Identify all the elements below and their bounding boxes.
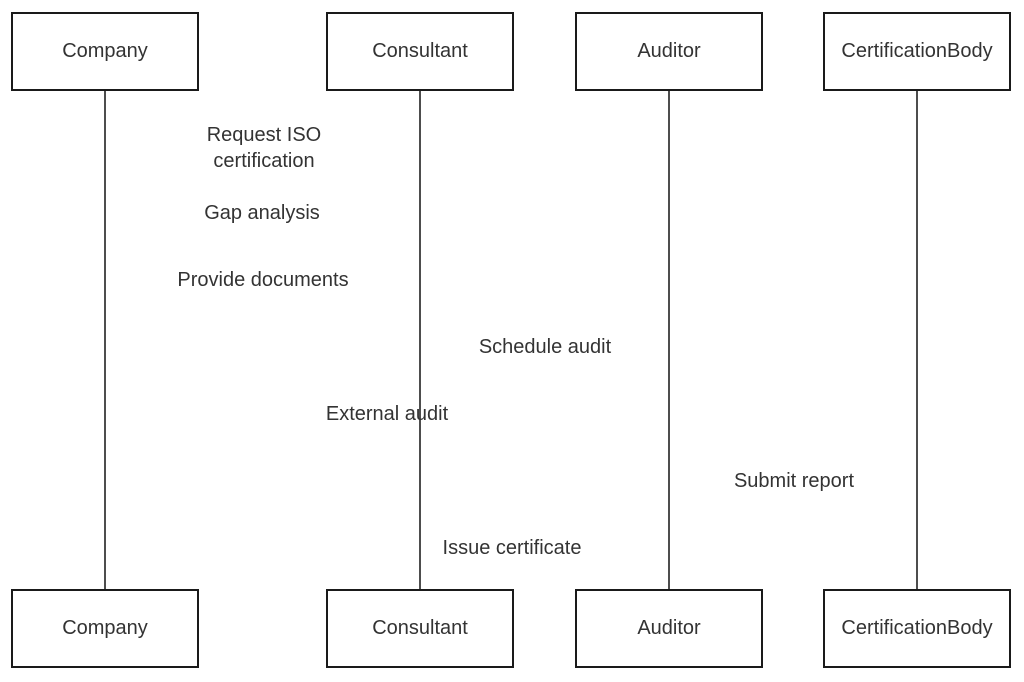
actor-box-consultant-bottom: Consultant bbox=[326, 589, 514, 668]
actor-label: Auditor bbox=[637, 40, 701, 62]
lifeline-auditor bbox=[668, 91, 670, 589]
actor-label: Consultant bbox=[372, 617, 468, 639]
actor-label: Consultant bbox=[372, 40, 468, 62]
lifeline-consultant bbox=[419, 91, 421, 589]
message-request-iso-certification: Request ISO certification bbox=[206, 124, 322, 172]
actor-box-auditor-top: Auditor bbox=[575, 12, 763, 91]
actor-box-consultant-top: Consultant bbox=[326, 12, 514, 91]
actor-label: Company bbox=[62, 40, 148, 62]
actor-label: Auditor bbox=[637, 617, 701, 639]
actor-box-company-top: Company bbox=[11, 12, 199, 91]
message-provide-documents: Provide documents bbox=[177, 269, 349, 291]
actor-box-auditor-bottom: Auditor bbox=[575, 589, 763, 668]
actor-box-certificationbody-bottom: CertificationBody bbox=[823, 589, 1011, 668]
actor-label: CertificationBody bbox=[841, 40, 993, 62]
message-schedule-audit: Schedule audit bbox=[478, 336, 612, 358]
message-external-audit: External audit bbox=[325, 403, 449, 425]
actor-box-certificationbody-top: CertificationBody bbox=[823, 12, 1011, 91]
message-issue-certificate: Issue certificate bbox=[442, 537, 582, 559]
message-submit-report: Submit report bbox=[733, 470, 855, 492]
actor-label: Company bbox=[62, 617, 148, 639]
actor-label: CertificationBody bbox=[841, 617, 993, 639]
lifeline-certificationbody bbox=[916, 91, 918, 589]
actor-box-company-bottom: Company bbox=[11, 589, 199, 668]
message-gap-analysis: Gap analysis bbox=[204, 202, 320, 224]
lifeline-company bbox=[104, 91, 106, 589]
